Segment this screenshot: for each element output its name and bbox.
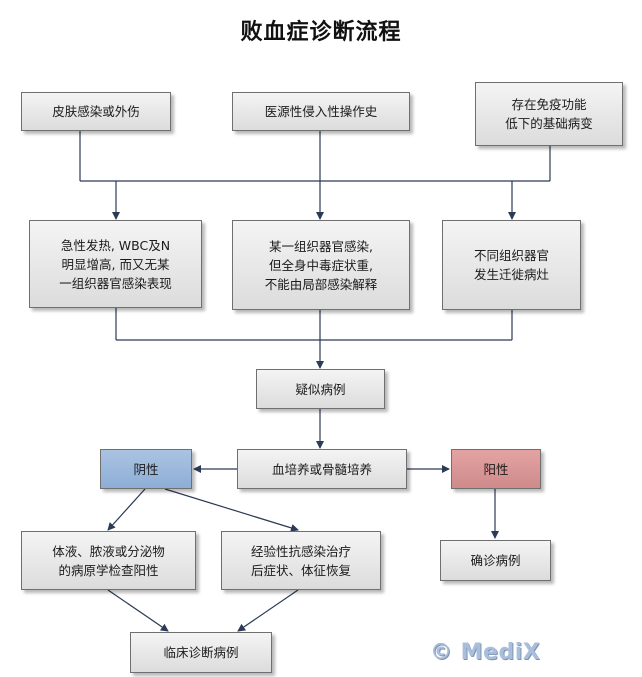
suspected-case-box: 疑似病例 xyxy=(256,369,385,409)
empiric-therapy-box: 经验性抗感染治疗 后症状、体征恢复 xyxy=(221,531,381,590)
blood-culture-box: 血培养或骨髓培养 xyxy=(237,449,407,489)
confirmed-case-box: 确诊病例 xyxy=(440,540,551,581)
positive-result-box: 阳性 xyxy=(451,449,541,489)
presentation-fever-line-3: 一组织器官感染表现 xyxy=(59,275,172,291)
arrow-empiric-to-clinical xyxy=(237,589,299,632)
presentation-fever-box: 急性发热, WBC及N 明显增高, 而又无某 一组织器官感染表现 xyxy=(29,220,202,308)
risk-skin-infection-text: 皮肤感染或外伤 xyxy=(52,104,140,119)
risk-skin-infection-box: 皮肤感染或外伤 xyxy=(21,92,171,131)
risk-invasive-procedure-text: 医源性侵入性操作史 xyxy=(264,104,378,119)
positive-result-text: 阳性 xyxy=(483,461,509,477)
risk-invasive-procedure-box: 医源性侵入性操作史 xyxy=(232,92,410,131)
clinical-diagnosis-box: 临床诊断病例 xyxy=(130,632,272,673)
presentation-organ-line-3: 不能由局部感染解释 xyxy=(264,276,378,292)
pathogen-test-box: 体液、脓液或分泌物 的病原学检查阳性 xyxy=(21,531,196,590)
blood-culture-text: 血培养或骨髓培养 xyxy=(271,461,372,477)
arrow-negative-to-empiric xyxy=(164,488,299,532)
risk-immunodeficiency-line-2: 低下的基础病变 xyxy=(505,116,593,131)
risk-immunodeficiency-line-1: 存在免疫功能 xyxy=(511,97,587,112)
presentation-organ-infection-box: 某一组织器官感染, 但全身中毒症状重, 不能由局部感染解释 xyxy=(232,220,410,310)
presentation-metastatic-line-1: 不同组织器官 xyxy=(473,248,549,263)
pathogen-test-line-1: 体液、脓液或分泌物 xyxy=(52,543,165,559)
clinical-diagnosis-text: 临床诊断病例 xyxy=(163,645,239,660)
negative-result-box: 阴性 xyxy=(100,449,192,489)
presentation-metastatic-box: 不同组织器官 发生迁徙病灶 xyxy=(442,220,581,310)
medix-watermark: © MediX xyxy=(430,640,541,665)
presentation-fever-line-2: 明显增高, 而又无某 xyxy=(61,256,170,272)
presentation-fever-line-1: 急性发热, WBC及N xyxy=(60,237,171,253)
arrow-pathogen-to-clinical xyxy=(107,589,169,632)
risk-immunodeficiency-box: 存在免疫功能 低下的基础病变 xyxy=(475,82,623,146)
empiric-therapy-line-1: 经验性抗感染治疗 xyxy=(250,543,351,559)
pathogen-test-line-2: 的病原学检查阳性 xyxy=(58,562,159,578)
arrow-negative-to-pathogen xyxy=(107,488,146,531)
presentation-organ-line-1: 某一组织器官感染, xyxy=(269,238,373,254)
confirmed-case-text: 确诊病例 xyxy=(470,553,521,568)
negative-result-text: 阴性 xyxy=(133,461,159,477)
presentation-organ-line-2: 但全身中毒症状重, xyxy=(269,257,373,273)
empiric-therapy-line-2: 后症状、体征恢复 xyxy=(250,562,351,578)
suspected-case-text: 疑似病例 xyxy=(295,381,346,397)
presentation-metastatic-line-2: 发生迁徙病灶 xyxy=(473,267,549,282)
diagram-title: 败血症诊断流程 xyxy=(240,19,402,45)
